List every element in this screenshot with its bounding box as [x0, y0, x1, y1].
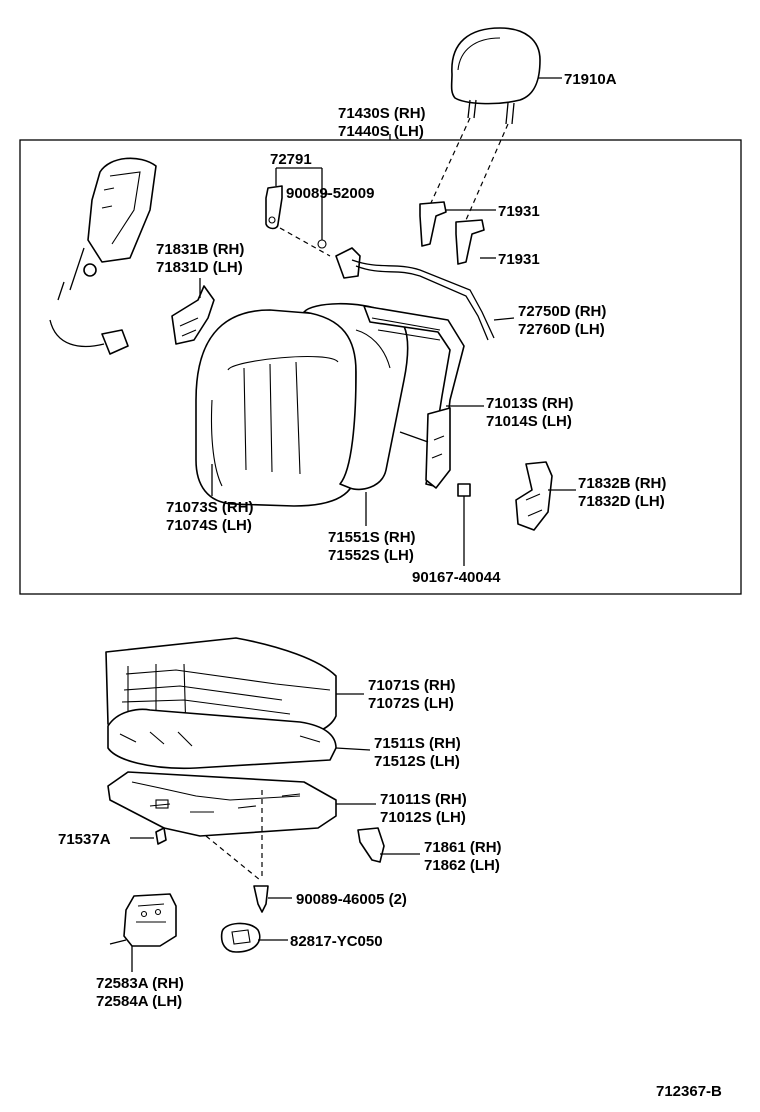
label-cushion-cover-rh: 71071S (RH)	[368, 677, 456, 694]
label-back-frame-lh: 71014S (LH)	[486, 413, 572, 430]
cushion-pad-part	[107, 708, 337, 770]
label-adjuster-rh: 72583A (RH)	[96, 975, 184, 992]
label-support-lower: 71931	[498, 251, 540, 268]
label-back-pad-lh: 71552S (LH)	[328, 547, 414, 564]
label-connector: 82817-YC050	[290, 933, 383, 950]
label-back-cover-lh: 71074S (LH)	[166, 517, 252, 534]
label-shield-lh: 71862 (LH)	[424, 857, 500, 874]
label-shield-rh: 71861 (RH)	[424, 839, 502, 856]
headrest-support-lower	[455, 219, 485, 265]
label-headrest: 71910A	[564, 71, 617, 88]
label-cushion-cover-lh: 71072S (LH)	[368, 695, 454, 712]
seatback-frame-part	[363, 305, 465, 489]
side-cover-part	[515, 461, 553, 531]
connector-part	[220, 922, 261, 953]
clip-part	[155, 827, 167, 845]
label-bolt: 90089-52009	[286, 185, 374, 202]
headrest-part	[450, 27, 541, 125]
release-lever	[335, 247, 495, 341]
label-screw: 90167-40044	[412, 569, 501, 586]
label-cushion-pad-lh: 71512S (LH)	[374, 753, 460, 770]
label-cushion-pad-rh: 71511S (RH)	[374, 735, 461, 752]
label-back-frame-rh: 71013S (RH)	[486, 395, 574, 412]
label-cushion-frame-lh: 71012S (LH)	[380, 809, 466, 826]
label-support-upper: 71931	[498, 203, 540, 220]
label-seatback-assy-rh: 71430S (RH)	[338, 105, 426, 122]
headrest-support-upper	[419, 201, 447, 247]
seatback-cover-part	[195, 309, 357, 507]
shield-part	[357, 827, 385, 863]
label-cover-rh: 71832B (RH)	[578, 475, 666, 492]
seatback-side-cover	[49, 157, 157, 355]
label-cushion-bolt: 90089-46005 (2)	[296, 891, 407, 908]
hinge-cover-part	[171, 285, 215, 345]
screw-part	[457, 483, 471, 566]
label-rod-lh: 72760D (LH)	[518, 321, 605, 338]
diagram-id: 712367-B	[656, 1083, 722, 1100]
label-hinge-cover-rh: 71831B (RH)	[156, 241, 244, 258]
label-cover-lh: 71832D (LH)	[578, 493, 665, 510]
label-adjuster-lh: 72584A (LH)	[96, 993, 182, 1010]
label-back-cover-rh: 71073S (RH)	[166, 499, 254, 516]
seatback-assembly-frame	[19, 139, 742, 595]
cushion-bolt-part	[253, 885, 269, 913]
label-rod-rh: 72750D (RH)	[518, 303, 606, 320]
label-cushion-frame-rh: 71011S (RH)	[380, 791, 467, 808]
adjuster-part	[109, 893, 177, 947]
lock-part	[265, 185, 283, 230]
label-seatback-assy-lh: 71440S (LH)	[338, 123, 424, 140]
cushion-frame-part	[107, 771, 337, 837]
label-lock: 72791	[270, 151, 312, 168]
label-hinge-cover-lh: 71831D (LH)	[156, 259, 243, 276]
label-clip: 71537A	[58, 831, 111, 848]
label-back-pad-rh: 71551S (RH)	[328, 529, 416, 546]
